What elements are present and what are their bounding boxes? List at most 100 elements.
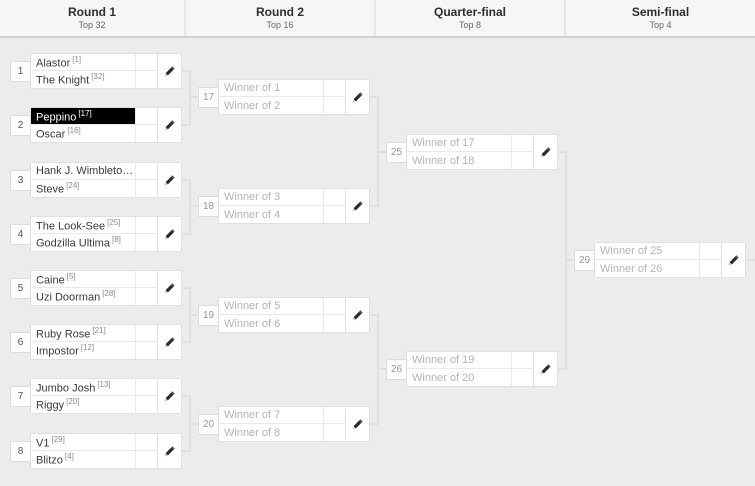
score-cell[interactable] (136, 288, 157, 305)
score-cell[interactable] (136, 234, 157, 251)
score-cell[interactable] (324, 97, 345, 114)
match-slot[interactable]: Winner of 18 (407, 152, 511, 169)
match-slot[interactable]: Winner of 6 (219, 315, 323, 332)
match-slot[interactable]: Winner of 1 (219, 80, 323, 97)
match-slot[interactable]: Riggy[20] (31, 396, 135, 413)
score-column[interactable] (135, 217, 157, 251)
score-cell[interactable] (136, 217, 157, 234)
score-column[interactable] (323, 407, 345, 441)
participant-seed: [17] (78, 108, 92, 118)
score-cell[interactable] (136, 396, 157, 413)
score-column[interactable] (511, 352, 533, 386)
score-cell[interactable] (700, 243, 721, 260)
score-cell[interactable] (136, 434, 157, 451)
edit-match-button[interactable] (157, 379, 181, 413)
match-slot[interactable]: Winner of 5 (219, 298, 323, 315)
match-slot[interactable]: Ruby Rose[21] (31, 325, 135, 342)
edit-match-button[interactable] (345, 189, 369, 223)
match-slot[interactable]: Peppino[17] (31, 108, 135, 125)
connector-line (558, 151, 567, 370)
edit-match-button[interactable] (533, 135, 557, 169)
match-slot[interactable]: Jumbo Josh[13] (31, 379, 135, 396)
score-column[interactable] (135, 379, 157, 413)
score-column[interactable] (135, 434, 157, 468)
participant-seed: [5] (66, 271, 76, 281)
edit-match-button[interactable] (721, 243, 745, 277)
match-slot[interactable]: Winner of 17 (407, 135, 511, 152)
edit-match-button[interactable] (345, 298, 369, 332)
score-cell[interactable] (324, 189, 345, 206)
score-column[interactable] (323, 298, 345, 332)
score-column[interactable] (699, 243, 721, 277)
match-slot[interactable]: Winner of 25 (595, 243, 699, 260)
match-slot[interactable]: Blitzo[4] (31, 451, 135, 468)
edit-match-button[interactable] (533, 352, 557, 386)
edit-match-button[interactable] (157, 163, 181, 197)
edit-match-button[interactable] (345, 407, 369, 441)
score-column[interactable] (323, 80, 345, 114)
participant-seed: [1] (72, 54, 82, 64)
match-slot[interactable]: Oscar[16] (31, 125, 135, 142)
score-cell[interactable] (324, 80, 345, 97)
score-cell[interactable] (700, 260, 721, 277)
score-column[interactable] (323, 189, 345, 223)
match-slot[interactable]: Winner of 3 (219, 189, 323, 206)
edit-match-button[interactable] (157, 108, 181, 142)
match-slot[interactable]: Caine[5] (31, 271, 135, 288)
score-cell[interactable] (512, 152, 533, 169)
score-cell[interactable] (136, 71, 157, 88)
score-cell[interactable] (512, 135, 533, 152)
score-cell[interactable] (136, 451, 157, 468)
edit-match-button[interactable] (157, 434, 181, 468)
score-cell[interactable] (136, 342, 157, 359)
edit-match-button[interactable] (157, 271, 181, 305)
score-cell[interactable] (324, 298, 345, 315)
match-slot[interactable]: Hank J. Wimbleton… (31, 163, 135, 180)
match-slot[interactable]: Winner of 20 (407, 369, 511, 386)
score-cell[interactable] (136, 379, 157, 396)
match-slot[interactable]: Winner of 4 (219, 206, 323, 223)
score-column[interactable] (511, 135, 533, 169)
match-slot[interactable]: Winner of 19 (407, 352, 511, 369)
score-cell[interactable] (136, 180, 157, 197)
edit-match-button[interactable] (345, 80, 369, 114)
score-cell[interactable] (136, 125, 157, 142)
score-cell[interactable] (512, 369, 533, 386)
score-cell[interactable] (136, 108, 157, 125)
match-slot[interactable]: Godzilla Ultima[8] (31, 234, 135, 251)
match-slot[interactable]: Winner of 26 (595, 260, 699, 277)
match-slot[interactable]: Uzi Doorman[28] (31, 288, 135, 305)
score-cell[interactable] (324, 206, 345, 223)
score-column[interactable] (135, 163, 157, 197)
score-cell[interactable] (324, 315, 345, 332)
edit-match-button[interactable] (157, 54, 181, 88)
score-cell[interactable] (136, 271, 157, 288)
score-column[interactable] (135, 108, 157, 142)
score-column[interactable] (135, 271, 157, 305)
score-cell[interactable] (136, 54, 157, 71)
match-slot[interactable]: Steve[24] (31, 180, 135, 197)
participant-name: Winner of 1 (224, 82, 281, 94)
edit-match-button[interactable] (157, 325, 181, 359)
score-column[interactable] (135, 325, 157, 359)
match-slots: The Look-See[25]Godzilla Ultima[8] (31, 217, 135, 251)
match-slot[interactable]: The Knight[32] (31, 71, 135, 88)
participant-name: Riggy[20] (36, 397, 80, 412)
score-column[interactable] (135, 54, 157, 88)
score-cell[interactable] (324, 407, 345, 424)
match-slot[interactable]: Alastor[1] (31, 54, 135, 71)
match-slot[interactable]: Winner of 2 (219, 97, 323, 114)
match-slot[interactable]: Impostor[12] (31, 342, 135, 359)
score-cell[interactable] (512, 352, 533, 369)
match-slot[interactable]: V1[29] (31, 434, 135, 451)
match-slot[interactable]: Winner of 8 (219, 424, 323, 441)
score-cell[interactable] (136, 325, 157, 342)
edit-match-button[interactable] (157, 217, 181, 251)
score-cell[interactable] (136, 163, 157, 180)
match-number-badge: 19 (198, 304, 219, 326)
score-cell[interactable] (324, 424, 345, 441)
match-slot[interactable]: Winner of 7 (219, 407, 323, 424)
match-slot[interactable]: The Look-See[25] (31, 217, 135, 234)
